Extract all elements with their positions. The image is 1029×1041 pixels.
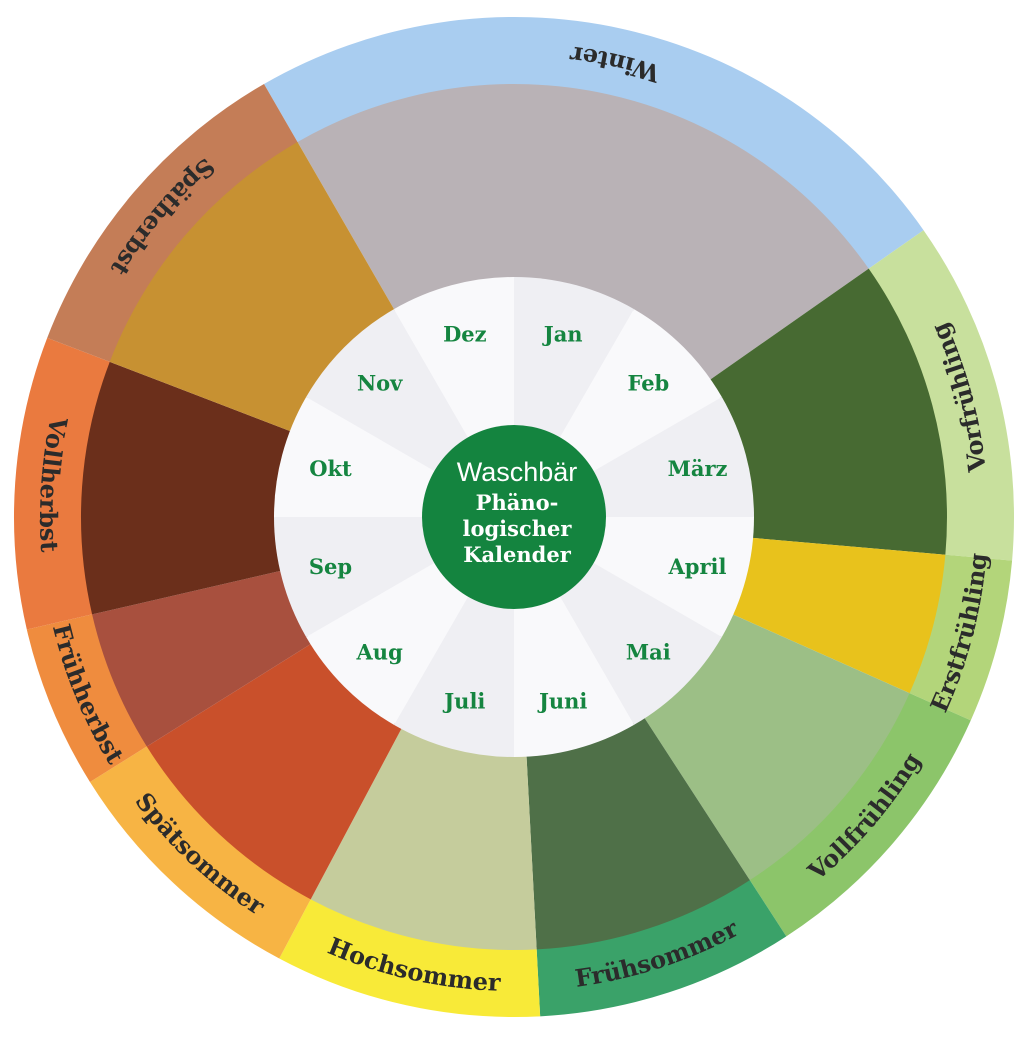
season-band-vollfrhling bbox=[749, 692, 971, 937]
month-label: Sep bbox=[309, 554, 352, 579]
month-label: Nov bbox=[357, 371, 403, 396]
month-label: Juli bbox=[442, 689, 485, 714]
center-title-line-1: Phäno- bbox=[476, 490, 559, 515]
center-title-line-2: logischer bbox=[463, 516, 573, 541]
season-photo-erstfrhling bbox=[731, 537, 946, 694]
month-label: Dez bbox=[443, 321, 487, 346]
month-label: Aug bbox=[356, 639, 404, 664]
season-photo-frhsommer bbox=[526, 716, 750, 950]
season-band-frhherbst bbox=[26, 614, 148, 782]
month-label: Feb bbox=[627, 371, 669, 396]
season-band-sptsommer bbox=[89, 745, 312, 959]
month-label: April bbox=[668, 554, 727, 579]
season-ring bbox=[13, 16, 1015, 1017]
season-photo-frhherbst bbox=[92, 570, 313, 747]
month-label: März bbox=[668, 456, 728, 481]
brand-logo-text: Waschbär bbox=[457, 457, 578, 487]
season-band-vorfrhling bbox=[867, 230, 1015, 561]
season-band-vollherbst bbox=[13, 337, 111, 630]
month-label: Mai bbox=[626, 639, 671, 664]
month-label: Jan bbox=[542, 321, 583, 346]
season-photo-vorfrhling bbox=[708, 268, 947, 555]
center-badge: Waschbär Phäno- logischer Kalender bbox=[422, 425, 606, 609]
season-band-sptherbst bbox=[47, 83, 299, 363]
month-label: Okt bbox=[309, 456, 352, 481]
season-band-winter bbox=[264, 16, 924, 270]
season-band-hochsommer bbox=[279, 898, 541, 1017]
season-photo-vollherbst bbox=[81, 361, 292, 615]
photo-ring bbox=[81, 84, 947, 951]
center-circle bbox=[422, 425, 606, 609]
season-photo-sptsommer bbox=[146, 643, 403, 900]
season-photo-sptherbst bbox=[109, 142, 395, 432]
season-band-frhsommer bbox=[536, 879, 787, 1017]
season-photo-winter bbox=[297, 84, 869, 381]
season-photo-hochsommer bbox=[310, 727, 537, 951]
center-title-line-3: Kalender bbox=[463, 542, 572, 567]
season-photo-vollfrhling bbox=[643, 613, 910, 881]
season-band-erstfrhling bbox=[908, 554, 1013, 721]
month-label: Juni bbox=[537, 689, 587, 714]
